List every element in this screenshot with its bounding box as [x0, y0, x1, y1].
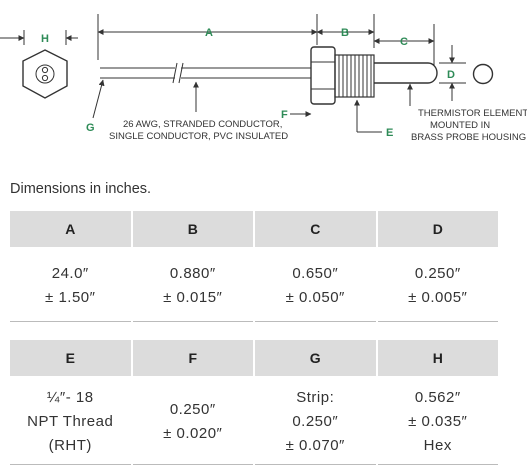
cell-f: 0.250″ ± 0.020″: [132, 379, 253, 465]
wire-note-line1: 26 AWG, STRANDED CONDUCTOR,: [123, 119, 282, 130]
cell-e-line2: NPT Thread: [27, 412, 114, 430]
cell-g: Strip: 0.250″ ± 0.070″: [255, 379, 376, 465]
cell-g-line2: 0.250″: [292, 412, 339, 430]
element-note-line3: BRASS PROBE HOUSING: [411, 132, 526, 143]
probe-housing: [374, 62, 438, 84]
label-g: G: [86, 122, 95, 134]
leader-g: [92, 79, 105, 119]
cell-h: 0.562″ ± 0.035″ Hex: [377, 379, 498, 465]
table-row: ¼″- 18 NPT Thread (RHT) 0.250″ ± 0.020″ …: [10, 379, 498, 465]
table-header-row: A B C D: [10, 211, 498, 250]
cell-f-tolerance: ± 0.020″: [163, 424, 223, 442]
cell-a: 24.0″ ± 1.50″: [10, 250, 131, 322]
cell-a-tolerance: ± 1.50″: [45, 288, 96, 306]
label-h: H: [41, 33, 49, 45]
header-h: H: [377, 340, 498, 379]
cell-h-line2: ± 0.035″: [408, 412, 468, 430]
cell-b: 0.880″ ± 0.015″: [132, 250, 253, 322]
cell-e-line3: (RHT): [48, 436, 92, 454]
label-d: D: [447, 69, 455, 81]
label-c: C: [400, 36, 408, 48]
label-f: F: [281, 109, 288, 121]
cell-e: ¼″- 18 NPT Thread (RHT): [10, 379, 131, 465]
table-row: 24.0″ ± 1.50″ 0.880″ ± 0.015″ 0.650″ ± 0…: [10, 250, 498, 322]
cell-h-line3: Hex: [423, 436, 452, 454]
element-note-line1: THERMISTOR ELEMENT: [418, 108, 527, 119]
cell-c-tolerance: ± 0.050″: [285, 288, 345, 306]
header-d: D: [377, 211, 498, 250]
table-header-row: E F G H: [10, 340, 498, 379]
cell-f-value: 0.250″: [169, 400, 216, 418]
dimensions-caption: Dimensions in inches.: [10, 181, 152, 197]
wire-note-line2: SINGLE CONDUCTOR, PVC INSULATED: [109, 131, 288, 142]
dimensions-table-e-h: E F G H ¼″- 18 NPT Thread (RHT) 0.250″ ±…: [8, 340, 500, 465]
probe-dimension-drawing: H A B C D G F E 26 AWG, STRANDED CONDUCT…: [0, 14, 527, 143]
hex-end-view: [22, 49, 68, 99]
element-note-line2: MOUNTED IN: [430, 120, 490, 131]
header-b: B: [132, 211, 253, 250]
header-a: A: [10, 211, 131, 250]
cell-g-line3: ± 0.070″: [285, 436, 345, 454]
header-c: C: [255, 211, 376, 250]
label-e: E: [386, 127, 393, 139]
hex-nut: [310, 46, 336, 105]
cell-a-value: 24.0″: [51, 264, 89, 282]
cell-h-line1: 0.562″: [414, 388, 461, 406]
header-g: G: [255, 340, 376, 379]
cell-c-value: 0.650″: [292, 264, 339, 282]
header-f: F: [132, 340, 253, 379]
cell-b-tolerance: ± 0.015″: [163, 288, 223, 306]
cell-d-tolerance: ± 0.005″: [408, 288, 468, 306]
label-a: A: [205, 27, 213, 39]
probe-end-view: [472, 63, 494, 85]
thread-lines: [338, 55, 372, 97]
hex-inner-circle: [35, 64, 55, 84]
label-b: B: [341, 27, 349, 39]
cell-d: 0.250″ ± 0.005″: [377, 250, 498, 322]
cell-e-line1: ¼″- 18: [46, 388, 94, 406]
cell-g-line1: Strip:: [296, 388, 335, 406]
dimensions-table-a-d: A B C D 24.0″ ± 1.50″ 0.880″ ± 0.015″ 0.…: [8, 211, 500, 322]
cell-b-value: 0.880″: [169, 264, 216, 282]
cell-d-value: 0.250″: [414, 264, 461, 282]
header-e: E: [10, 340, 131, 379]
cell-c: 0.650″ ± 0.050″: [255, 250, 376, 322]
